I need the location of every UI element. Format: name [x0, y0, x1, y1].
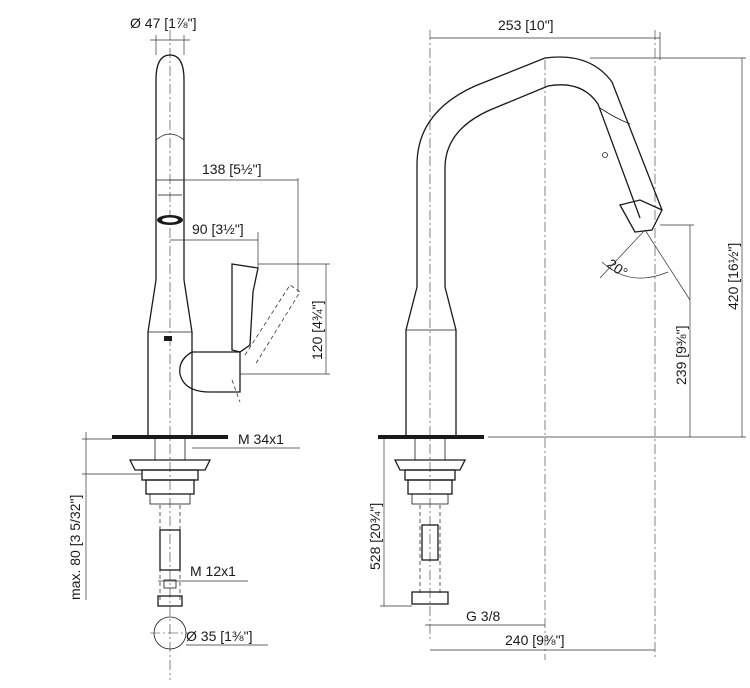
- mount-ring: [149, 493, 191, 505]
- label-shank-length: 528 [20¾"]: [367, 503, 383, 570]
- hose-fitting: [159, 529, 181, 571]
- front-hose-fitting: [421, 524, 439, 561]
- body-mark: [164, 336, 172, 341]
- front-mount-plate: [378, 435, 484, 439]
- spray-angle-lines: [599, 229, 691, 301]
- front-bottom-connectors: [411, 591, 449, 605]
- label-spout-height: 239 [9⅜"]: [673, 326, 689, 385]
- handle-swing-path: [231, 284, 301, 403]
- front-hoses: [419, 505, 441, 595]
- spray-button-front: [602, 152, 608, 158]
- hose-nut: [163, 579, 177, 589]
- bottom-connector: [157, 595, 183, 607]
- spray-joint: [155, 133, 185, 141]
- label-handle-offset: 90 [3½"]: [192, 221, 244, 237]
- label-spray-angle: 20°: [604, 255, 631, 280]
- spray-angle-arc: [601, 261, 669, 279]
- label-hose-offset: 240 [9⅜"]: [505, 632, 564, 648]
- mount-plate: [112, 435, 228, 439]
- spray-joint-front: [599, 107, 631, 125]
- front-view: 20° 253 [10"] 420 [16½"] 239 [9⅜"]: [367, 17, 746, 660]
- label-spray-reach: 138 [5½"]: [202, 161, 261, 177]
- side-view: Ø 47 [1⅞"] 138 [5½"] 90 [3½"] 120 [4¾"] …: [67, 15, 330, 680]
- side-hoses: [159, 505, 181, 600]
- mount-nut: [128, 459, 212, 471]
- front-body: [405, 286, 457, 435]
- handle-hub: [179, 351, 241, 393]
- handle-lever: [231, 263, 259, 353]
- label-max-thickness: max. 80 [3 5/32"]: [67, 495, 83, 600]
- label-mount-thread: M 34x1: [238, 431, 284, 447]
- label-connection-thread: G 3/8: [466, 608, 500, 624]
- front-mount-ring: [411, 493, 449, 505]
- label-hose-thread: M 12x1: [190, 563, 236, 579]
- label-top-diameter: Ø 47 [1⅞"]: [130, 15, 196, 31]
- label-overall-height: 420 [16½"]: [725, 243, 741, 310]
- label-hole-diameter: Ø 35 [1⅜"]: [186, 628, 252, 644]
- gooseneck-outer: [416, 56, 663, 287]
- spray-head-front: [619, 199, 663, 233]
- label-reach: 253 [10"]: [498, 17, 554, 33]
- front-mount-nut: [393, 459, 467, 471]
- label-handle-height: 120 [4¾"]: [309, 301, 325, 360]
- gooseneck-inner: [444, 84, 641, 287]
- spray-outlet-inner: [162, 217, 178, 223]
